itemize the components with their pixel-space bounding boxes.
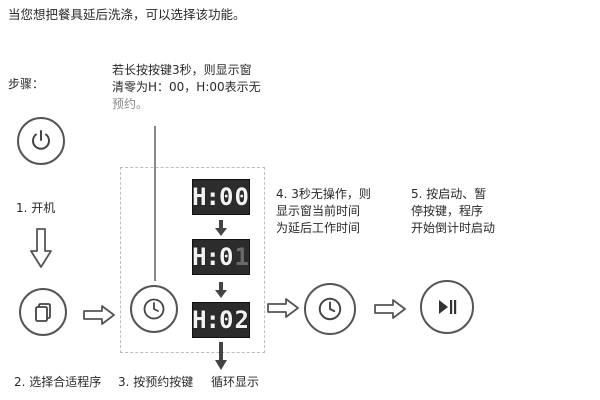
right-arrow-icon [83,305,115,325]
power-button[interactable] [17,117,65,165]
clock-icon [318,297,342,321]
program-button[interactable] [19,288,67,336]
intro-text: 当您想把餐具延后洗涤，可以选择该功能。 [8,7,246,22]
display-cycle-frame [120,167,265,353]
step4-line3: 为延后工作时间 [276,221,361,235]
long-press-note-line1: 若长按按键3秒，则显示窗 [112,63,252,77]
step5-line3: 开始倒计时启动 [411,221,496,235]
right-arrow-icon [374,299,406,319]
pointer-line [154,126,156,281]
step1-label: 1. 开机 [16,201,56,215]
step4-line2: 显示窗当前时间 [276,204,361,218]
down-arrow-icon [215,282,227,298]
long-press-note: 若长按按键3秒，则显示窗 清零为H：00，H:00表示无 预约。 [112,62,261,113]
power-icon [32,130,50,150]
step4-text: 4. 3秒无操作，则 显示窗当前时间 为延后工作时间 [276,186,371,237]
cycle-display-label: 循环显示 [211,375,260,389]
clock-display-button[interactable] [304,283,356,335]
step3-label: 3. 按预约按键 [118,375,194,389]
long-press-note-line2: 清零为H：00，H:00表示无 [112,80,261,94]
down-arrow-icon [30,228,52,268]
step5-line2: 停按键，程序 [411,204,484,218]
step2-label: 2. 选择合适程序 [14,375,102,389]
down-arrow-icon [215,342,227,370]
start-pause-button[interactable] [420,280,474,334]
reservation-button[interactable] [130,285,178,333]
step4-line1: 4. 3秒无操作，则 [276,187,371,201]
play-pause-icon [439,300,457,314]
right-arrow-icon [267,298,299,318]
clock-icon [143,298,165,320]
step5-line1: 5. 按启动、暂 [411,187,487,201]
down-arrow-icon [215,220,227,236]
long-press-note-line3: 预约。 [112,97,149,111]
program-icon [35,303,51,322]
steps-label: 步骤： [8,77,45,91]
step5-text: 5. 按启动、暂 停按键，程序 开始倒计时启动 [411,186,495,237]
